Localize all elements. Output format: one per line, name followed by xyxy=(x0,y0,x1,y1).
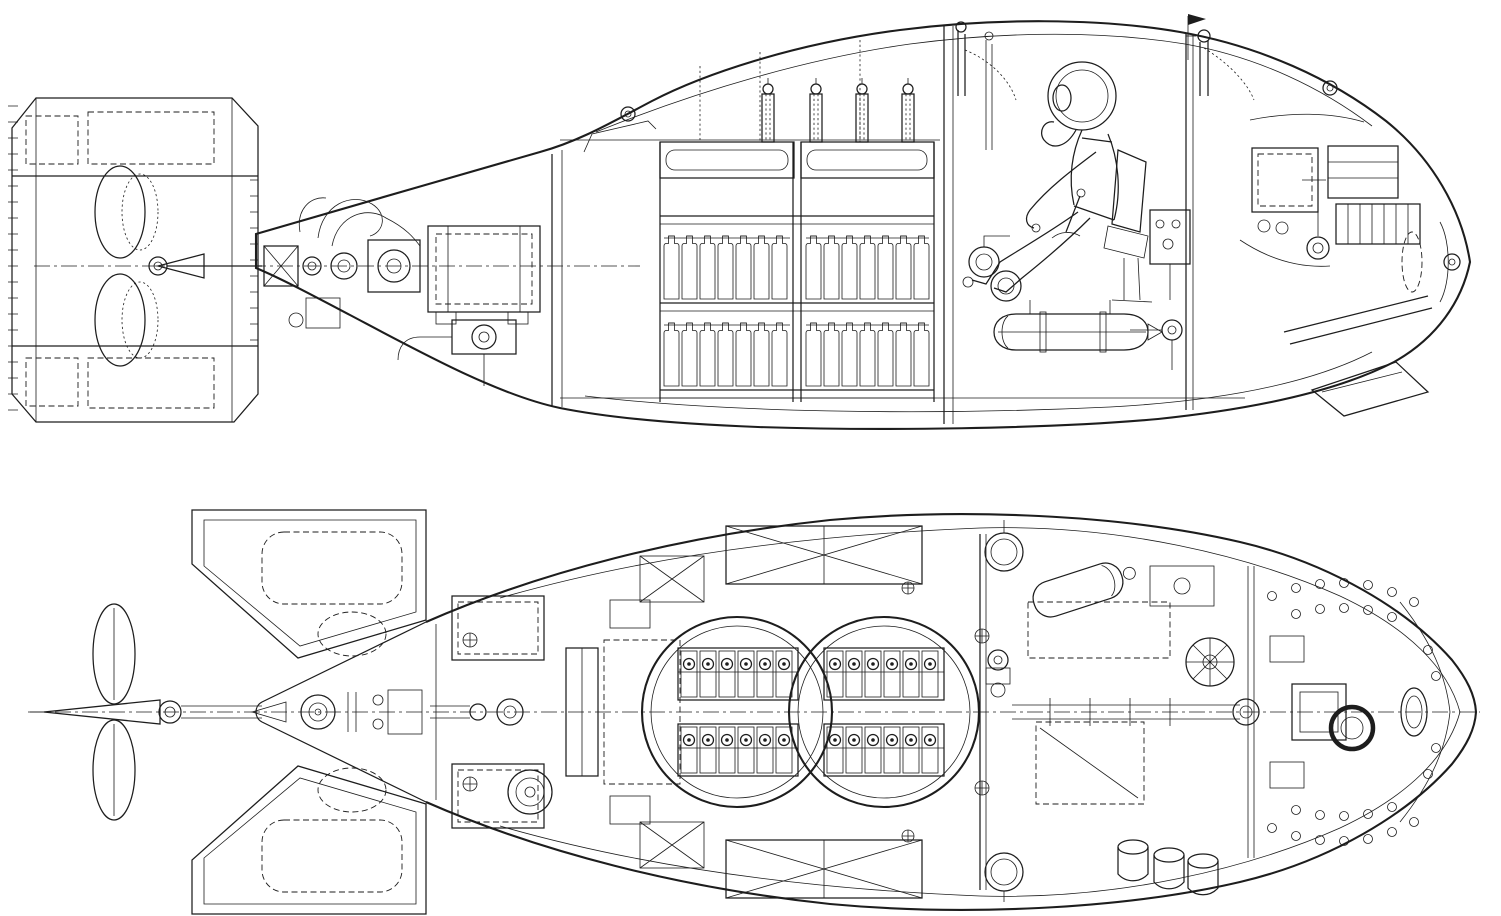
oxygen-spheres xyxy=(968,235,1022,302)
snorkel-masts xyxy=(955,21,1017,150)
air-cylinder xyxy=(1032,562,1136,618)
valve-cluster xyxy=(974,628,1240,796)
gas-bottles xyxy=(761,78,915,143)
stern-machinery xyxy=(263,197,541,386)
diagram-root xyxy=(8,14,1480,915)
propeller xyxy=(94,165,262,367)
battery-cells-upper xyxy=(663,235,930,300)
instrument-panel xyxy=(1149,209,1191,300)
helm-station xyxy=(1185,635,1376,789)
dive-planes xyxy=(1283,295,1433,417)
plan-hull xyxy=(425,513,1478,911)
periscope xyxy=(1186,29,1255,101)
cradle-frames xyxy=(639,525,923,899)
rivet-field xyxy=(1267,578,1441,846)
side-elevation-view xyxy=(8,14,1472,430)
plan-view xyxy=(28,509,1480,915)
hull-profile xyxy=(254,20,1472,430)
plan-tail-fins xyxy=(191,509,427,915)
diver-pilot xyxy=(962,61,1119,293)
equipment-boxes xyxy=(1027,565,1215,805)
access-hatch-starboard xyxy=(787,615,981,809)
antenna xyxy=(1187,14,1206,60)
plan-bulkheads xyxy=(979,534,1255,890)
battery-compartment xyxy=(659,141,935,402)
nose-details xyxy=(1401,221,1461,303)
trim-tanks xyxy=(984,520,1024,902)
plan-tail-cone xyxy=(250,621,427,803)
bow-equipment xyxy=(1239,113,1421,267)
control-stick xyxy=(1051,188,1086,239)
ballast-pump xyxy=(1130,319,1183,370)
battery-cells-lower xyxy=(663,322,930,387)
bulkheads xyxy=(551,26,1194,424)
nose-hatch xyxy=(1400,687,1428,737)
plan-propeller xyxy=(30,603,262,821)
pilot-seat xyxy=(1103,149,1153,303)
plan-machinery xyxy=(430,595,681,829)
stern-fin-assembly xyxy=(8,97,259,423)
payload-cylinder xyxy=(993,300,1163,353)
